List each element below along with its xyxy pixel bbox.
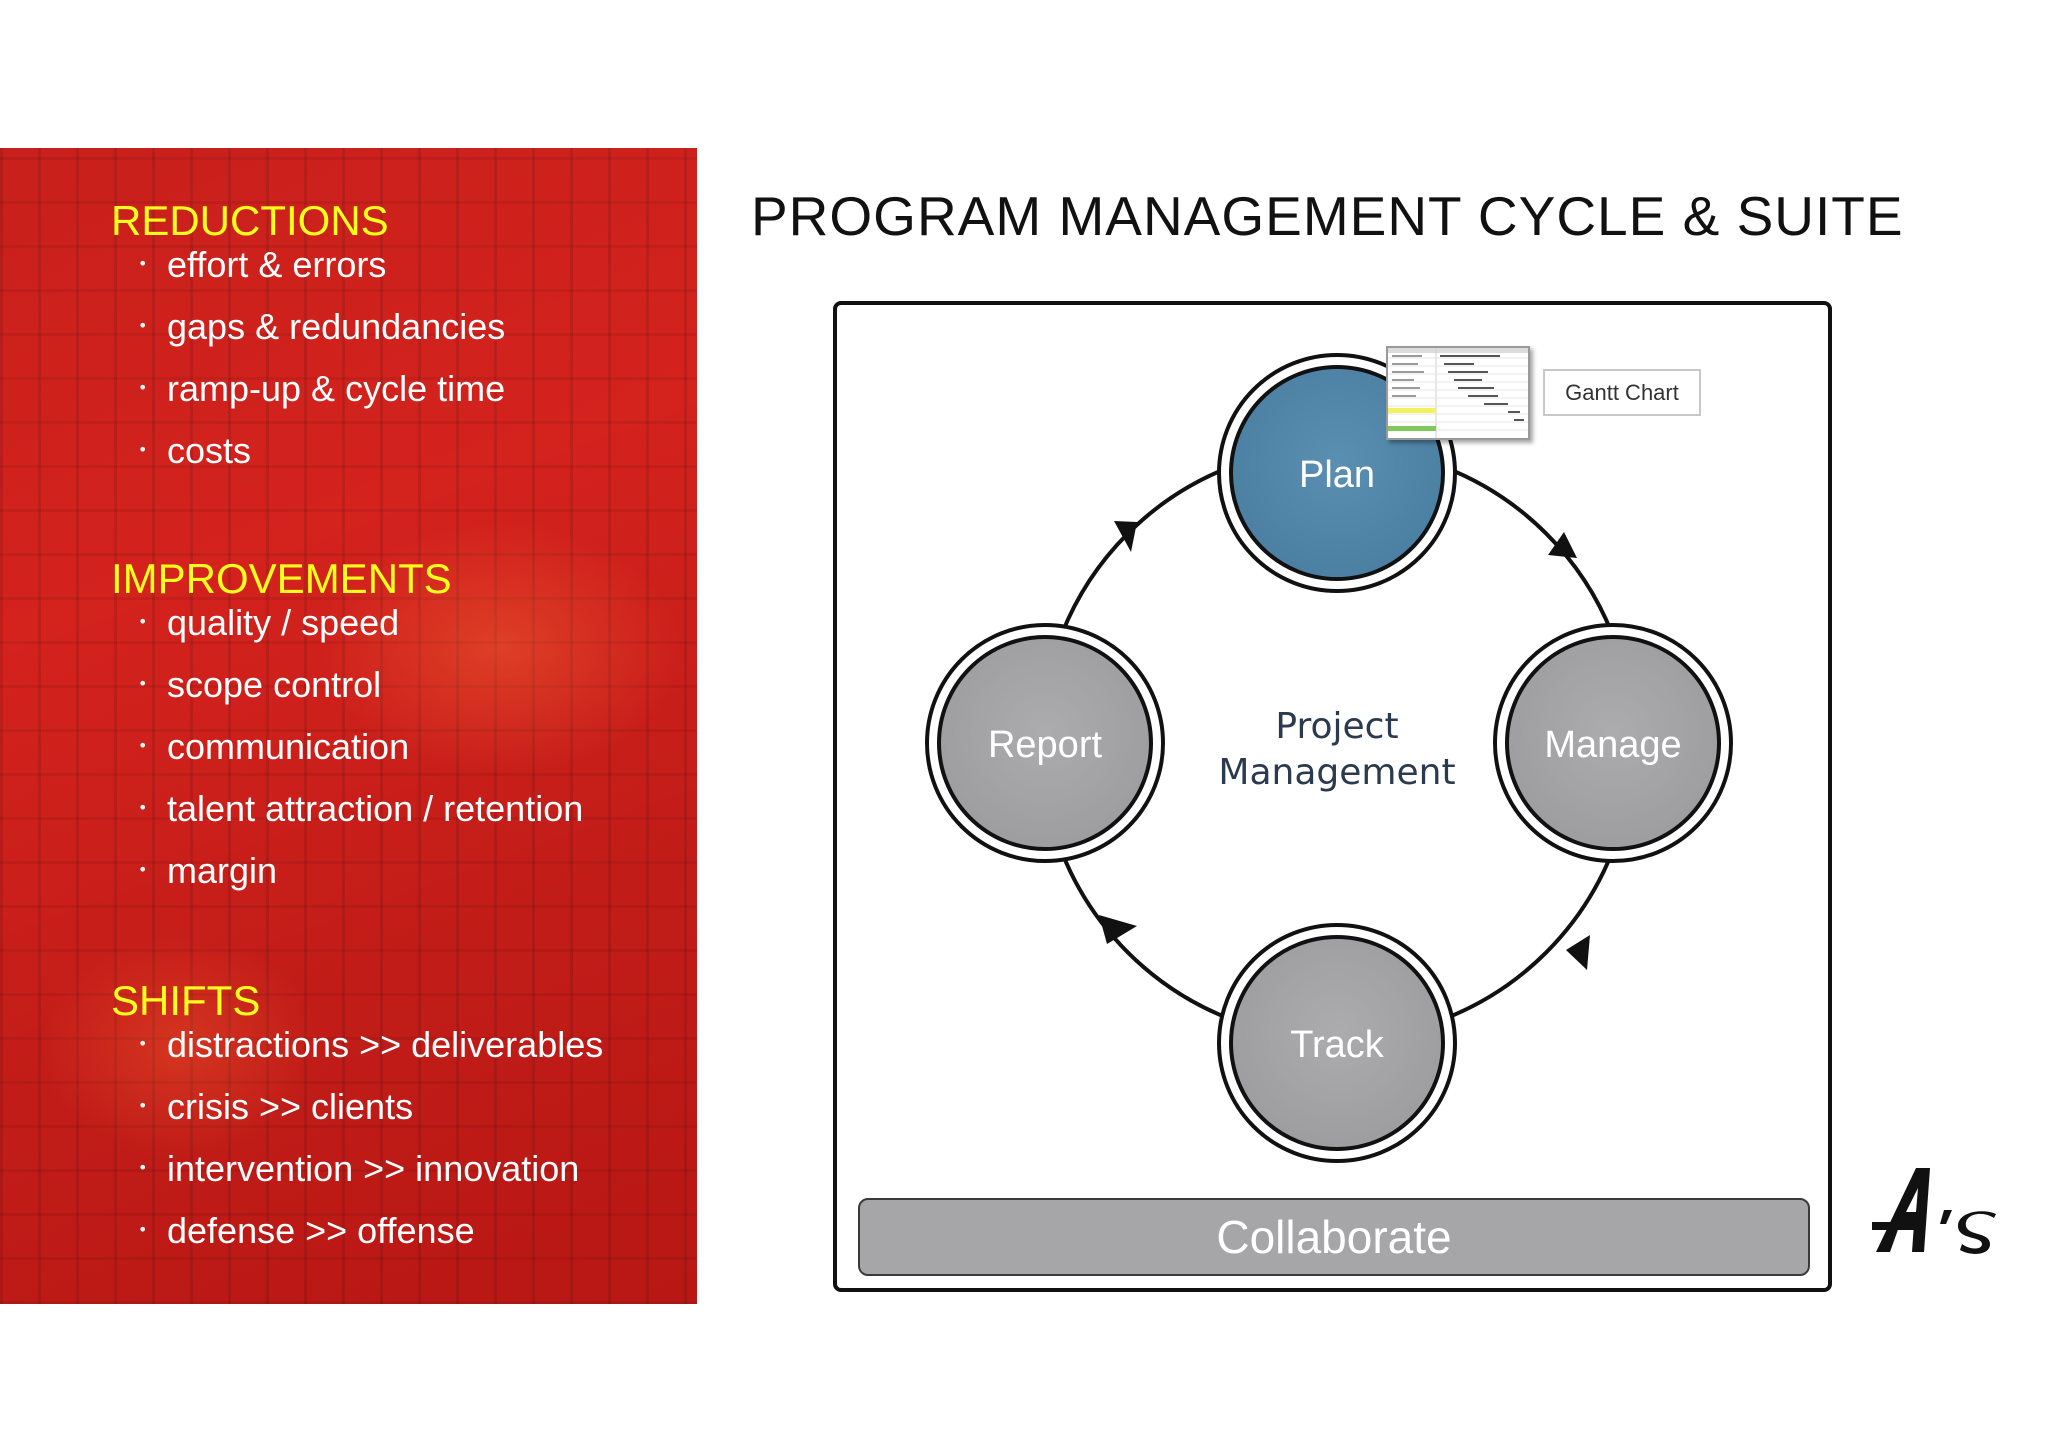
section-title: REDUCTIONS bbox=[111, 197, 389, 244]
bullet-icon: • bbox=[138, 860, 148, 879]
page-title: PROGRAM MANAGEMENT CYCLE & SUITE bbox=[751, 185, 1904, 247]
bullet-icon: • bbox=[138, 316, 148, 335]
list-item: scope control bbox=[167, 664, 382, 705]
list-item: talent attraction / retention bbox=[167, 788, 584, 829]
report-node: Report bbox=[925, 623, 1165, 863]
list-item: margin bbox=[167, 850, 278, 891]
gantt-chart-icon bbox=[1388, 348, 1528, 438]
list-item: gaps & redundancies bbox=[167, 306, 506, 347]
arrow-icon-plan-to-manage bbox=[1548, 532, 1577, 558]
bullet-icon: • bbox=[138, 1034, 148, 1053]
section-title: SHIFTS bbox=[111, 977, 261, 1024]
arrow-icon-track-to-report bbox=[1099, 915, 1137, 944]
bullet-icon: • bbox=[138, 674, 148, 693]
left-panel: REDUCTIONS • effort & errors • gaps & re… bbox=[0, 148, 697, 1304]
gantt-chart-label: Gantt Chart bbox=[1543, 369, 1701, 416]
list-item: intervention >> innovation bbox=[167, 1148, 580, 1189]
list-item: ramp-up & cycle time bbox=[167, 368, 506, 409]
list-item: effort & errors bbox=[167, 244, 387, 285]
manage-label: Manage bbox=[1544, 724, 1681, 766]
bullet-icon: • bbox=[138, 736, 148, 755]
section-title: IMPROVEMENTS bbox=[111, 555, 452, 602]
list-item: defense >> offense bbox=[167, 1210, 475, 1251]
bullet-icon: • bbox=[138, 254, 148, 273]
manage-node: Manage bbox=[1493, 623, 1733, 863]
gantt-chart-thumbnail bbox=[1386, 346, 1530, 440]
arrow-icon-report-to-plan bbox=[1114, 521, 1137, 552]
bullet-icon: • bbox=[138, 1220, 148, 1239]
list-item: crisis >> clients bbox=[167, 1086, 414, 1127]
a-apostrophe-s-logo-icon bbox=[1872, 1168, 1996, 1254]
center-label-line2: Management bbox=[1218, 752, 1455, 793]
bullet-icon: • bbox=[138, 378, 148, 397]
bullet-icon: • bbox=[138, 440, 148, 459]
list-item: communication bbox=[167, 726, 410, 767]
center-label-line1: Project bbox=[1275, 706, 1398, 747]
track-node: Track bbox=[1217, 923, 1457, 1163]
bullet-icon: • bbox=[138, 612, 148, 631]
list-item: costs bbox=[167, 430, 252, 471]
report-label: Report bbox=[988, 724, 1102, 766]
bullet-icon: • bbox=[138, 1096, 148, 1115]
plan-label: Plan bbox=[1299, 454, 1375, 496]
list-item: distractions >> deliverables bbox=[167, 1024, 604, 1065]
track-label: Track bbox=[1290, 1024, 1385, 1066]
bullet-icon: • bbox=[138, 798, 148, 817]
bullet-icon: • bbox=[138, 1158, 148, 1177]
arrow-icon-manage-to-track bbox=[1566, 935, 1590, 970]
list-item: quality / speed bbox=[167, 602, 400, 643]
collaborate-bar: Collaborate bbox=[858, 1198, 1810, 1276]
